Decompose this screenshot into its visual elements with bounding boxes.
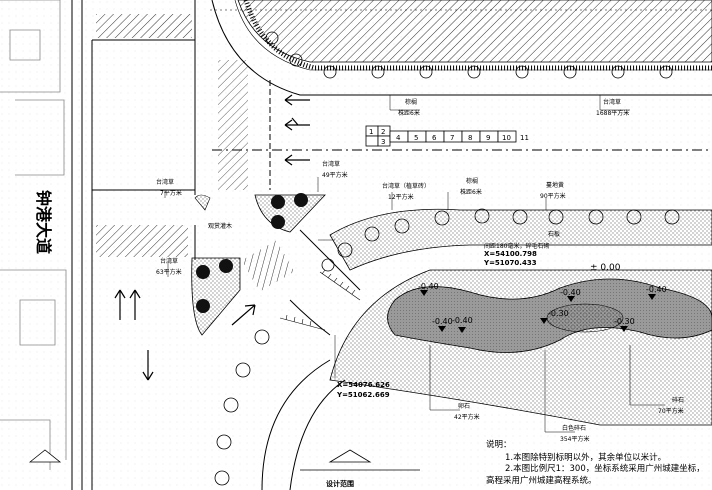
coord-bottom-x: X=54076.626 [337,381,390,389]
planting-band [329,208,712,271]
palm-row-mid [321,208,680,272]
grid-number: 7 [450,134,454,142]
leader-lines [164,95,665,433]
label-palm-mid-name: 棕榈 [466,177,478,185]
label-manjianghong-qty: 90平方米 [540,192,566,200]
label-shrub: 观赏灌木 [208,222,232,230]
level-markers [420,290,656,333]
label-white-gravel-qty: 354平方米 [560,435,589,443]
label-palm-top-name: 棕榈 [405,98,417,106]
level-a: -0.40 [418,282,439,291]
grid-boxes [365,125,517,147]
palm-row-lower [214,329,270,486]
label-taiwancao-7-name: 台湾草 [156,178,174,186]
grid-number: 6 [432,134,437,142]
notes-title: 说明： [486,439,512,450]
notes-line-1: 1.本图除特别标明以外，其余单位以米计。 [505,452,666,463]
label-palm-top-qty: 株距6米 [398,109,420,117]
label-gravel-name: 碎石 [672,396,684,404]
label-taiwancao-63-qty: 63平方米 [156,268,182,276]
crosswalks [96,14,295,292]
grid-numbers: 1 2 3 4 5 6 7 8 9 10 11 [369,128,529,146]
design-boundary-label: 设计范围 [326,479,354,488]
road-name: 钟港大道 [34,190,53,254]
level-b: -0.40 [452,316,473,325]
label-taiwancao-49-name: 台湾草 [322,160,340,168]
grid-number: 3 [381,138,385,146]
zero-level: ± 0.00 [590,263,621,273]
label-stone-edge: 石板 [548,230,560,238]
tree-clusters [196,193,308,313]
label-taiwancao-12-name: 台湾草（植草砖） [382,182,430,190]
notes-block: 说明： 1.本图除特别标明以外，其余单位以米计。 2.本图比例尺1：300，坐标… [486,439,705,486]
design-boundary: 设计范围 [28,449,420,488]
grid-number: 5 [414,134,418,142]
grid-number: 8 [468,134,472,142]
coord-top-y: Y=51070.433 [483,259,537,267]
notes-line-2: 2.本图比例尺1：300，坐标系统采用广州城建坐标， [505,463,705,474]
grid-number: 1 [369,128,373,136]
label-taiwancao-49-qty: 49平方米 [322,171,348,179]
coord-top-x: X=54100.798 [484,250,537,258]
level-g: -0.40 [432,317,453,326]
label-grid-spacing: 间距180毫米，碎毛石砌 [484,242,549,250]
grid-number: 11 [520,134,529,142]
label-pebble-qty: 42平方米 [454,413,480,421]
label-taiwancao-7-qty: 7平方米 [160,189,182,197]
level-c: -0.40 [560,288,581,297]
building-mass [237,0,712,63]
label-taiwancao-top-qty: 1688平方米 [596,109,629,117]
lane-arrows [114,94,310,381]
grid-number: 4 [396,134,401,142]
left-buildings [0,0,67,470]
coord-bottom-y: Y=51062.669 [336,391,390,399]
edge-arcs [261,229,361,490]
label-palm-mid-qty: 株距6米 [460,188,482,196]
label-gravel-qty: 70平方米 [658,407,684,415]
level-d: -0.40 [646,285,667,294]
label-taiwancao-top-name: 台湾草 [603,98,621,106]
island-small [194,194,211,211]
label-white-gravel-name: 白色碎石 [562,424,586,432]
level-f: -0.30 [614,317,635,326]
notes-line-3: 高程采用广州城建高程系统。 [486,475,597,486]
level-e: -0.30 [548,309,569,318]
label-manjianghong-name: 蔓地黄 [546,181,564,189]
stone-edge-ticks [279,269,361,331]
road-name-group: 钟港大道 [34,190,53,254]
label-pebble-name: 卵石 [458,402,470,410]
label-taiwancao-12-qty: 12平方米 [388,193,414,201]
grid-number: 2 [381,128,385,136]
label-taiwancao-63-name: 台湾草 [160,257,178,265]
grid-number: 10 [502,134,511,142]
grid-number: 9 [486,134,490,142]
palm-row-top [265,31,673,79]
